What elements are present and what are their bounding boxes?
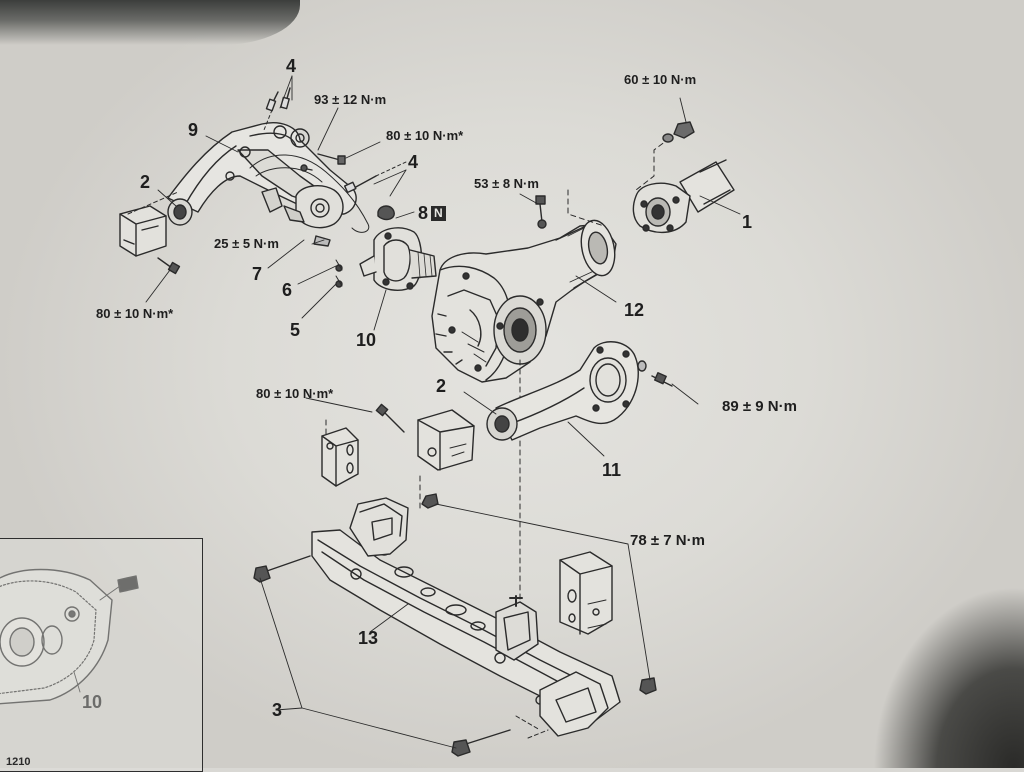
- torque-89: 89 ± 9 N·m: [722, 398, 797, 415]
- nut-60: [662, 121, 695, 143]
- callout-10: 10: [356, 330, 377, 350]
- torque-53: 53 ± 8 N·m: [474, 176, 539, 191]
- callout-3: 3: [272, 700, 283, 720]
- small-parts-5-6-7: [313, 205, 395, 288]
- callout-2-upper: 2: [140, 172, 151, 192]
- photo-shadow-top: [0, 0, 300, 45]
- torque-80-upper: 80 ± 10 N·m*: [386, 128, 464, 143]
- upper-arm-assembly: [167, 122, 370, 233]
- callout-5: 5: [290, 320, 301, 340]
- support-bracket-11: [486, 341, 673, 441]
- torque-80-mid: 80 ± 10 N·m*: [256, 386, 334, 401]
- companion-flange-10: [359, 227, 437, 291]
- torque-60: 60 ± 10 N·m: [624, 72, 697, 87]
- callout-2-lower: 2: [436, 376, 447, 396]
- callout-9: 9: [188, 120, 199, 140]
- inset-callout-10: 10: [82, 692, 103, 712]
- inset-detail-drawing: [0, 568, 139, 705]
- callout-4-top: 4: [286, 56, 297, 76]
- mount-bolt-mid: [321, 403, 475, 487]
- bolt-lower-left: [157, 257, 181, 275]
- left-mount-bracket: [119, 191, 179, 257]
- callout-6: 6: [282, 280, 293, 300]
- leader-lines: [145, 75, 741, 749]
- photo-shadow-bottom-right: [864, 568, 1024, 768]
- callout-7: 7: [252, 264, 263, 284]
- callout-1: 1: [742, 212, 753, 232]
- bolts-4: [263, 87, 407, 194]
- inset-detail-frame: [0, 538, 203, 772]
- torque-78: 78 ± 7 N·m: [630, 532, 705, 549]
- new-part-badge: N: [431, 206, 446, 221]
- torque-93: 93 ± 12 N·m: [314, 92, 387, 107]
- propeller-shaft-1: [632, 159, 735, 233]
- differential-carrier-12: [431, 195, 617, 383]
- torque-25: 25 ± 5 N·m: [214, 236, 279, 251]
- callout-12: 12: [624, 300, 645, 320]
- callout-4-right: 4: [408, 152, 419, 172]
- crossmember-13: [311, 497, 621, 739]
- callout-11: 11: [602, 460, 622, 480]
- callout-13: 13: [358, 628, 379, 648]
- torque-80-left: 80 ± 10 N·m*: [96, 306, 174, 321]
- fasteners-78-3: [253, 493, 657, 757]
- page-number: 1210: [6, 756, 31, 768]
- alignment-dashes: [325, 137, 671, 611]
